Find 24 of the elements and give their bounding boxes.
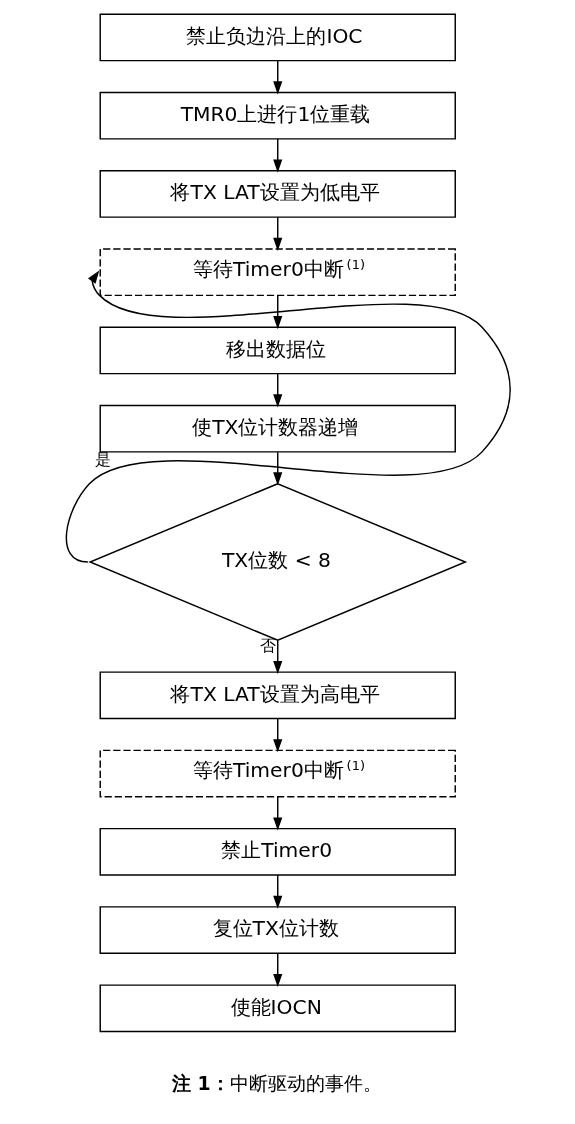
arrow [272, 294, 282, 330]
label: 注 1：中断驱动的事件。 [171, 1073, 382, 1095]
node-box: 使能IOCN [99, 984, 456, 1033]
node-box: 禁止负边沿上的IOC [99, 13, 456, 62]
arrow [272, 796, 282, 831]
node-box: 将TX LAT设置为高电平 [99, 671, 456, 720]
arrow [272, 372, 282, 408]
arrow [272, 138, 282, 173]
node-box: 禁止Timer0 [99, 827, 456, 876]
node-box: 使TX位计数器递增 [99, 404, 456, 453]
node-box: 将TX LAT设置为低电平 [99, 170, 456, 218]
node-box: 移出数据位 [99, 326, 456, 375]
node-box: TMR0上进行1位重载 [99, 91, 456, 140]
node-box: 等待Timer0中断$^{(1)}$ [99, 248, 456, 297]
arrow [65, 270, 511, 563]
arrow [272, 451, 282, 486]
node-box: 复位TX位计数 [99, 906, 456, 954]
arrow [272, 59, 282, 95]
arrow [272, 216, 282, 251]
node-box: 等待Timer0中断$^{(1)}$ [99, 749, 456, 798]
arrow [272, 874, 282, 909]
arrow [272, 952, 282, 988]
arrow [272, 717, 282, 753]
arrow [272, 639, 282, 675]
